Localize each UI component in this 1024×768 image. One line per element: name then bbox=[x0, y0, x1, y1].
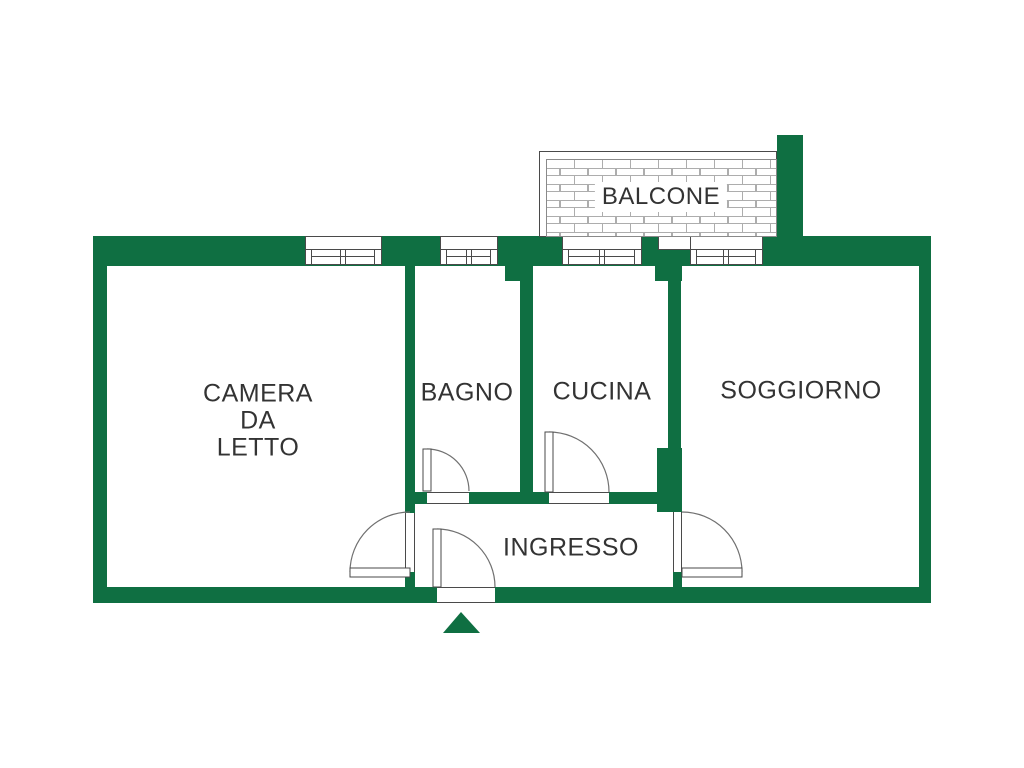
wall-top bbox=[93, 236, 931, 266]
room-label-line: CAMERA bbox=[203, 379, 313, 408]
opening-main-entrance bbox=[437, 587, 495, 603]
door-swing-arc-bagno bbox=[426, 448, 470, 492]
wall-left bbox=[93, 236, 107, 603]
door-swing-arc-entrance bbox=[436, 528, 496, 588]
room-label-bagno: BAGNO bbox=[420, 378, 514, 407]
window-camera bbox=[305, 236, 382, 265]
wall-cucina-bottom bbox=[609, 492, 657, 504]
wall-cucina-se-chunk bbox=[657, 448, 682, 512]
opening-camera-door bbox=[405, 513, 415, 572]
door-swing-arc-camera bbox=[349, 511, 411, 573]
wall-bottom-left bbox=[93, 587, 437, 603]
door-leaf-cucina bbox=[544, 431, 554, 493]
opening-cucina-door bbox=[549, 492, 609, 504]
wall-bagno-cucina-divider bbox=[520, 266, 533, 492]
window-balcony-door bbox=[690, 236, 763, 265]
entrance-arrow-icon bbox=[443, 612, 480, 633]
room-label-line: LETTO bbox=[216, 433, 300, 462]
wall-bagno-bottom bbox=[469, 492, 549, 504]
balcony-door-sill bbox=[658, 237, 690, 250]
window-bagno bbox=[440, 236, 498, 265]
door-swing-arc-soggiorno bbox=[681, 511, 743, 573]
room-label-soggiorno: SOGGIORNO bbox=[720, 376, 882, 405]
wall-camera-bagno-divider bbox=[405, 266, 415, 513]
room-label-ingresso: INGRESSO bbox=[503, 533, 639, 562]
balcony-side-wall bbox=[777, 135, 803, 237]
door-leaf-bagno bbox=[422, 448, 432, 492]
wall-cucina-soggiorno-divider bbox=[668, 281, 681, 448]
opening-bagno-door bbox=[427, 492, 469, 504]
door-leaf-soggiorno bbox=[681, 567, 743, 578]
door-swing-arc-cucina bbox=[548, 431, 610, 493]
wall-bagno-sw-stub bbox=[405, 492, 427, 504]
room-label-camera-da-letto: CAMERA DA LETTO bbox=[203, 379, 313, 462]
room-label-cucina: CUCINA bbox=[552, 377, 652, 406]
wall-camera-door-stub bbox=[405, 572, 415, 587]
room-label-line: DA bbox=[240, 406, 276, 435]
room-label-balcone: BALCONE bbox=[594, 182, 728, 212]
door-leaf-entrance bbox=[432, 528, 442, 588]
wall-cucina-soggiorno-header bbox=[655, 266, 682, 281]
wall-bottom-right bbox=[495, 587, 931, 603]
wall-right bbox=[919, 236, 931, 603]
opening-soggiorno-door bbox=[673, 512, 682, 572]
window-cucina bbox=[562, 236, 642, 265]
door-leaf-camera bbox=[349, 567, 411, 578]
wall-soggiorno-door-stub bbox=[673, 572, 682, 587]
